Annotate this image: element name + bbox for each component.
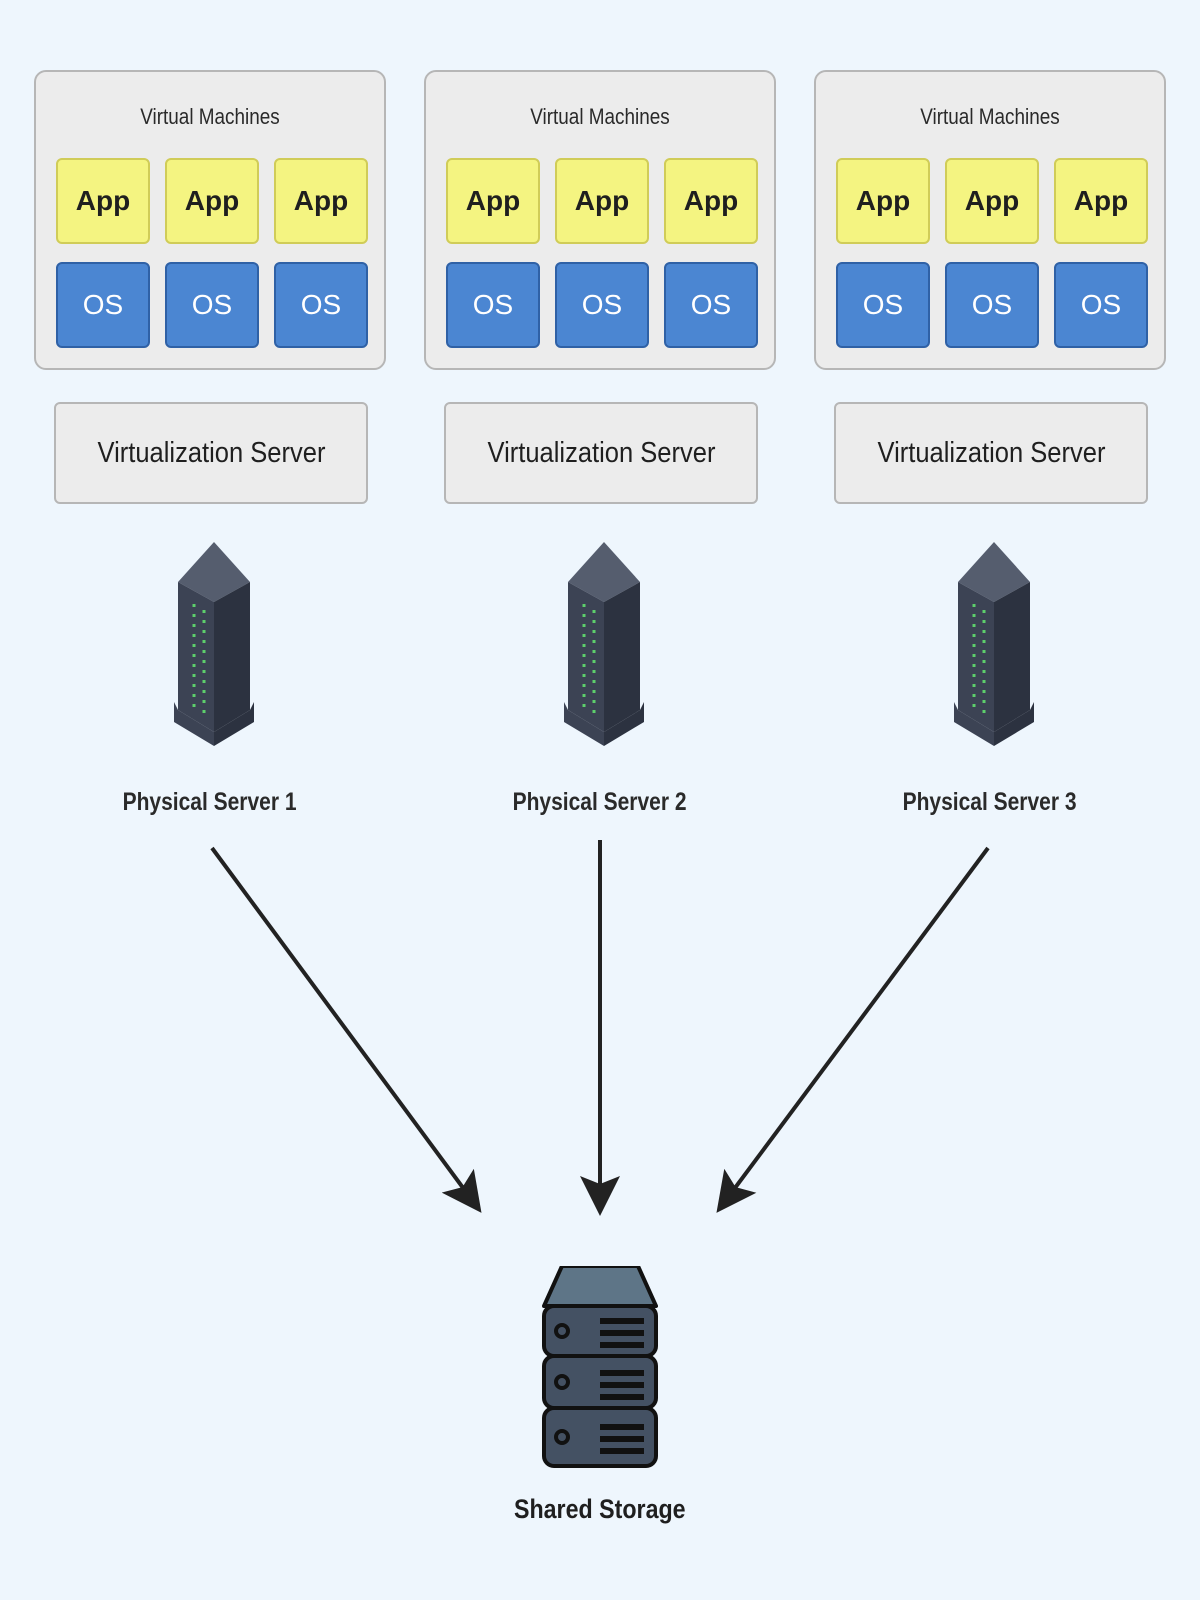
vm-group-title: Virtual Machines <box>140 104 280 129</box>
app-block: App <box>945 158 1039 244</box>
os-block: OS <box>836 262 930 348</box>
app-block: App <box>555 158 649 244</box>
virtualization-server-label: Virtualization Server <box>97 436 325 469</box>
storage-server-icon <box>542 1266 658 1468</box>
physical-server-label: Physical Server 1 <box>123 788 297 816</box>
os-block: OS <box>555 262 649 348</box>
app-block: App <box>664 158 758 244</box>
app-block: App <box>446 158 540 244</box>
os-block: OS <box>664 262 758 348</box>
virtualization-server-box: Virtualization Server <box>834 402 1148 504</box>
server-tower-icon <box>174 542 254 746</box>
os-block: OS <box>56 262 150 348</box>
virtualization-server-box: Virtualization Server <box>54 402 368 504</box>
app-block: App <box>165 158 259 244</box>
virtualization-server-label: Virtualization Server <box>487 436 715 469</box>
virtualization-server-box: Virtualization Server <box>444 402 758 504</box>
os-block: OS <box>165 262 259 348</box>
app-block: App <box>274 158 368 244</box>
shared-storage-label: Shared Storage <box>514 1494 686 1524</box>
virtualization-server-label: Virtualization Server <box>877 436 1105 469</box>
os-block: OS <box>446 262 540 348</box>
physical-server-label: Physical Server 3 <box>903 788 1077 816</box>
os-block: OS <box>1054 262 1148 348</box>
app-block: App <box>56 158 150 244</box>
virtual-machines-group: Virtual Machines App App App OS OS OS <box>814 70 1166 370</box>
app-block: App <box>1054 158 1148 244</box>
server-tower-icon <box>564 542 644 746</box>
vm-group-title: Virtual Machines <box>920 104 1060 129</box>
arrow-server-1-to-storage <box>210 846 482 1213</box>
arrow-server-3-to-storage <box>716 846 990 1213</box>
virtual-machines-group: Virtual Machines App App App OS OS OS <box>34 70 386 370</box>
physical-server-label: Physical Server 2 <box>513 788 687 816</box>
virtual-machines-group: Virtual Machines App App App OS OS OS <box>424 70 776 370</box>
os-block: OS <box>274 262 368 348</box>
os-block: OS <box>945 262 1039 348</box>
vm-group-title: Virtual Machines <box>530 104 670 129</box>
app-block: App <box>836 158 930 244</box>
server-tower-icon <box>954 542 1034 746</box>
